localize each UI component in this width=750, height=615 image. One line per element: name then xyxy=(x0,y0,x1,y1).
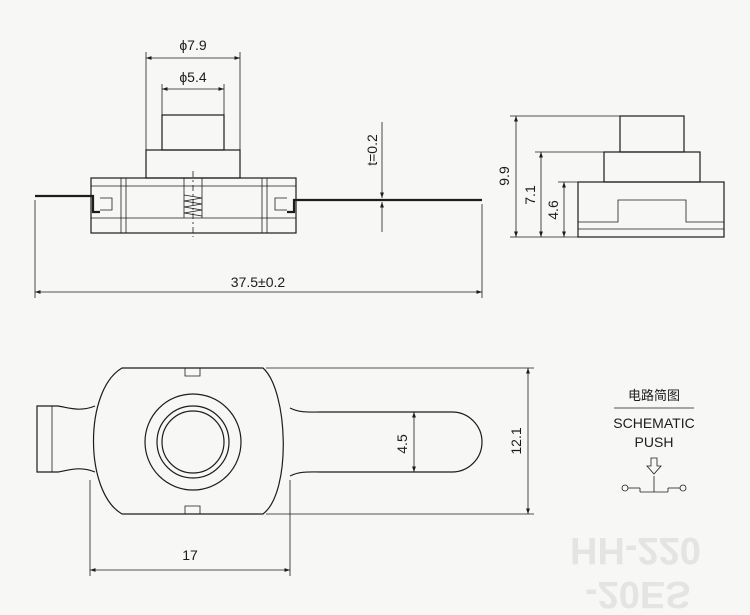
top-view-left-terminal xyxy=(36,405,96,473)
dim-thickness-label: t=0.2 xyxy=(364,134,380,166)
schematic-title-en: SCHEMATIC xyxy=(613,415,694,431)
dim-base-height: 4.6 xyxy=(545,181,578,237)
dim-lever-width-label: 4.5 xyxy=(394,434,410,454)
push-arrow-icon xyxy=(646,457,662,475)
dim-total-length: 37.5±0.2 xyxy=(34,200,483,298)
front-view-terminals xyxy=(35,194,482,214)
side-view xyxy=(577,115,725,238)
dim-thickness: t=0.2 xyxy=(364,122,384,232)
schematic-push-label: PUSH xyxy=(635,434,674,450)
dim-total-height: 9.9 xyxy=(496,115,620,238)
top-view xyxy=(36,367,483,515)
top-view-button xyxy=(144,393,242,491)
dim-body-height: 12.1 xyxy=(266,367,534,515)
dim-inner-diameter: ϕ5.4 xyxy=(161,69,225,115)
front-view-spring xyxy=(183,194,203,217)
front-view-button xyxy=(145,114,241,179)
dim-body-height-label: 12.1 xyxy=(508,427,524,454)
dim-total-height-label: 9.9 xyxy=(496,166,512,186)
schematic: 电路简图 SCHEMATIC PUSH xyxy=(613,388,695,493)
schematic-title-cn: 电路简图 xyxy=(628,388,680,403)
top-view-right-lever xyxy=(289,407,483,477)
dim-outer-diameter-label: ϕ7.9 xyxy=(179,37,207,53)
dim-mid-height-label: 7.1 xyxy=(522,185,538,205)
dim-mid-height: 7.1 xyxy=(522,151,604,237)
dim-total-length-label: 37.5±0.2 xyxy=(231,274,286,290)
dim-base-height-label: 4.6 xyxy=(545,200,561,220)
dim-lever-width: 4.5 xyxy=(394,412,416,472)
dim-body-width: 17 xyxy=(89,480,291,576)
dim-inner-diameter-label: ϕ5.4 xyxy=(179,69,207,85)
top-view-body xyxy=(92,367,284,515)
dim-outer-diameter: ϕ7.9 xyxy=(145,37,241,150)
dim-body-width-label: 17 xyxy=(182,547,198,563)
switch-symbol-icon xyxy=(621,476,687,493)
front-view xyxy=(35,114,482,237)
